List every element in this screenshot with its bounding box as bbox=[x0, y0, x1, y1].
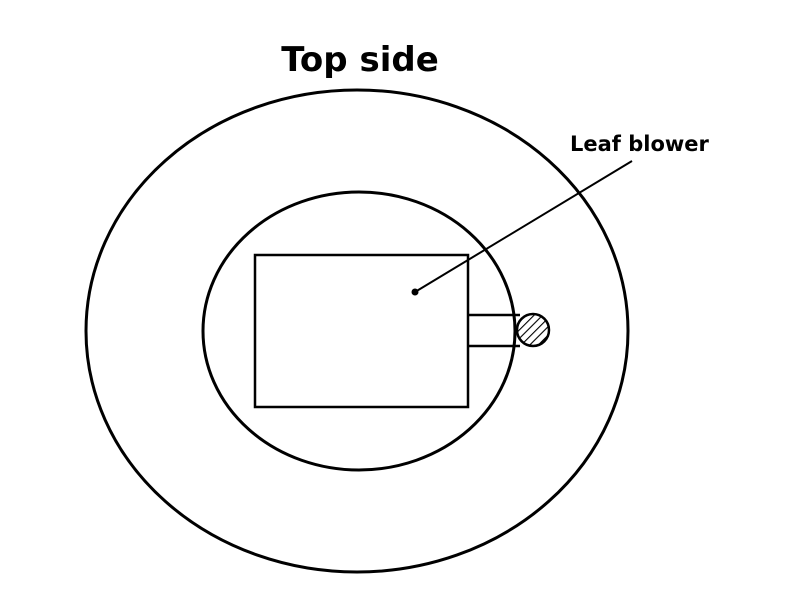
outer-ring bbox=[84, 88, 630, 574]
diagram-title: Top side bbox=[281, 40, 439, 80]
inner-ring bbox=[201, 190, 517, 472]
leaf-blower-label: Leaf blower bbox=[570, 132, 710, 156]
nozzle-outlet bbox=[515, 312, 551, 348]
leaf-blower-nozzle bbox=[468, 313, 520, 348]
leaf-blower-pointer-dot bbox=[411, 288, 419, 296]
leaf-blower-body bbox=[253, 253, 470, 409]
leaf-blower-leader-line bbox=[414, 160, 633, 293]
